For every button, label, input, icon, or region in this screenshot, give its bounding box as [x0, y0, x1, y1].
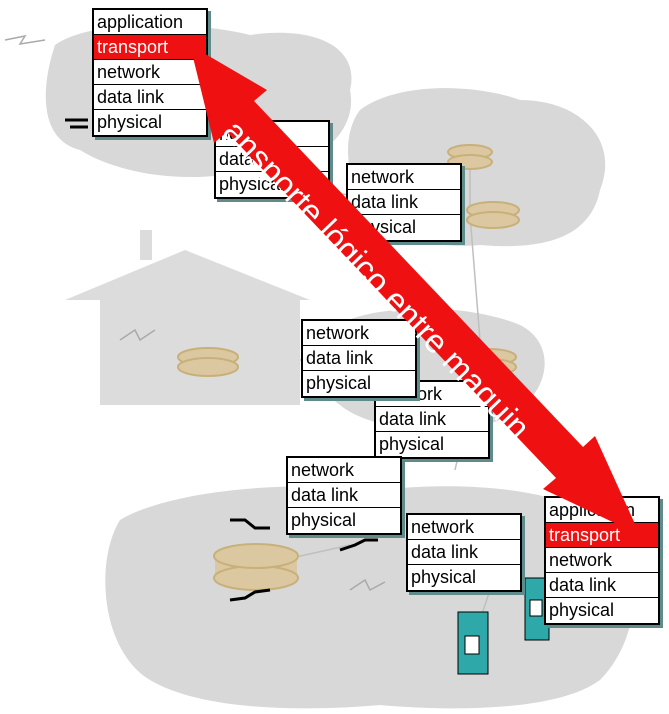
layer-data-link: data link [303, 346, 415, 371]
layer-physical: physical [379, 434, 445, 454]
layer-application: application [546, 498, 658, 523]
layer-physical: physical [97, 112, 163, 132]
layer-transport: transport [94, 35, 206, 60]
layer-physical: physical [351, 217, 417, 237]
layer-network: network [546, 548, 658, 573]
layer-physical: physical [219, 174, 285, 194]
layer-physical: physical [411, 567, 477, 587]
layer-physical: physical [291, 510, 357, 530]
layer-network: network [94, 60, 206, 85]
layer-network: network [348, 165, 460, 190]
layer-application: application [94, 10, 206, 35]
layer-physical: physical [306, 373, 372, 393]
layer-network: network [216, 122, 328, 147]
layer-data-link: data link [216, 147, 328, 172]
layer-network: network [303, 321, 415, 346]
layer-data-link: data link [288, 483, 400, 508]
layer-data-link: data link [348, 190, 460, 215]
layer-transport: transport [546, 523, 658, 548]
layer-physical: physical [549, 600, 615, 620]
layer-data-link: data link [546, 573, 658, 598]
house-chimney [140, 230, 152, 260]
server-icons [457, 577, 550, 675]
layer-data-link: data link [94, 85, 206, 110]
layer-network: network [408, 515, 520, 540]
layer-data-link: data link [376, 407, 488, 432]
lightning-marks [4, 34, 386, 592]
house-roof [65, 250, 310, 300]
layer-network: network [288, 458, 400, 483]
layer-data-link: data link [408, 540, 520, 565]
